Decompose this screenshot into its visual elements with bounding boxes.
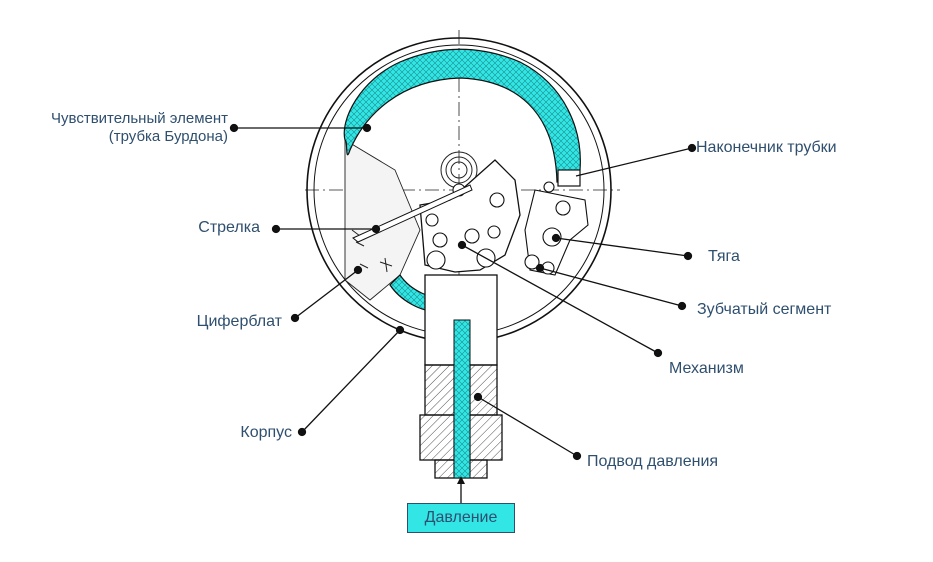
dial-face xyxy=(344,139,421,301)
pointer-needle xyxy=(352,184,473,243)
leader-lines xyxy=(229,123,697,461)
label-pressure-inlet: Подвод давления xyxy=(587,453,719,470)
pressure-arrow-head xyxy=(457,476,465,484)
label-dial: Циферблат xyxy=(196,313,282,330)
pressure-label-box: Давление xyxy=(407,503,515,533)
sector-and-link xyxy=(524,181,589,276)
bourdon-tube xyxy=(343,48,581,183)
label-case: Корпус xyxy=(240,424,292,441)
pressure-socket xyxy=(419,274,503,479)
tube-tip xyxy=(557,169,581,187)
label-toothed-segment: Зубчатый сегмент xyxy=(697,301,832,318)
label-sensing-element: Чувствительный элемент (трубка Бурдона) xyxy=(6,110,228,146)
label-sensing-element-line2: (трубка Бурдона) xyxy=(108,128,228,145)
label-pointer: Стрелка xyxy=(198,219,260,236)
label-sensing-element-line1: Чувствительный элемент xyxy=(51,110,228,127)
label-mechanism: Механизм xyxy=(669,360,744,377)
mechanism-screws xyxy=(425,183,505,270)
label-tube-tip: Наконечник трубки xyxy=(696,139,837,156)
label-link: Тяга xyxy=(708,248,740,265)
